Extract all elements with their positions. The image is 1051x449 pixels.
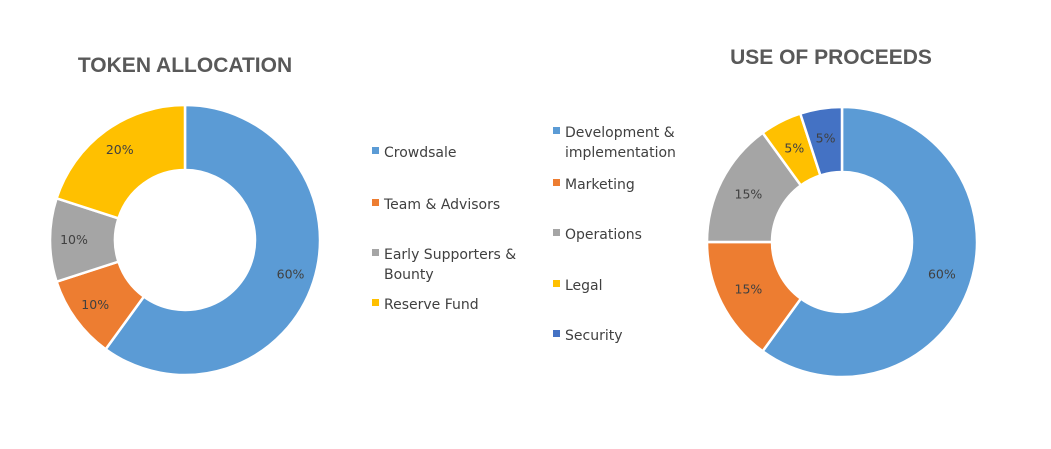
slice-percent-label: 10% bbox=[60, 232, 88, 247]
slice-development-implementation bbox=[760, 105, 979, 379]
legend-item: Early Supporters &Bounty bbox=[372, 247, 516, 283]
legend-item: Marketing bbox=[553, 177, 635, 193]
legend-label: Crowdsale bbox=[384, 145, 457, 161]
slice-percent-label: 20% bbox=[106, 142, 134, 157]
use-of-proceeds-title: USE OF PROCEEDS bbox=[730, 46, 932, 69]
legend-swatch bbox=[553, 229, 560, 236]
slice-percent-label: 60% bbox=[928, 266, 956, 281]
use-of-proceeds-slice-labels: 60% 15% 15% 5% 5% bbox=[735, 130, 956, 296]
legend-item: Crowdsale bbox=[372, 145, 457, 161]
use-of-proceeds-donut bbox=[705, 105, 979, 379]
legend-item: Legal bbox=[553, 278, 603, 294]
legend-swatch bbox=[553, 127, 560, 134]
slice-security bbox=[798, 105, 844, 178]
token-allocation-donut bbox=[48, 103, 322, 377]
slice-crowdsale bbox=[103, 103, 322, 377]
legend-label: Early Supporters &Bounty bbox=[384, 247, 516, 283]
legend-label: Security bbox=[565, 328, 623, 344]
token-allocation-title: TOKEN ALLOCATION bbox=[78, 54, 292, 77]
legend-item: Team & Advisors bbox=[372, 197, 500, 213]
slice-percent-label: 60% bbox=[277, 266, 305, 281]
legend-item: Operations bbox=[553, 227, 642, 243]
legend-label: Reserve Fund bbox=[384, 297, 479, 313]
use-of-proceeds-chart: USE OF PROCEEDS 60% 15% 15% 5% 5% Developmen… bbox=[553, 46, 979, 379]
slice-percent-label: 15% bbox=[735, 186, 763, 201]
legend-label: Marketing bbox=[565, 177, 635, 193]
slice-percent-label: 15% bbox=[735, 282, 763, 297]
legend-swatch bbox=[372, 299, 379, 306]
legend-swatch bbox=[372, 249, 379, 256]
legend-label: Legal bbox=[565, 278, 603, 294]
legend-label: Development &implementation bbox=[565, 125, 676, 161]
legend-item: Reserve Fund bbox=[372, 297, 479, 313]
slice-percent-label: 10% bbox=[81, 297, 109, 312]
token-allocation-slice-labels: 60% 10% 10% 20% bbox=[60, 142, 304, 312]
slice-reserve-fund bbox=[55, 103, 187, 220]
use-of-proceeds-legend: Development &implementationMarketingOper… bbox=[553, 125, 676, 344]
legend-swatch bbox=[553, 330, 560, 337]
slice-percent-label: 5% bbox=[816, 130, 836, 145]
legend-swatch bbox=[372, 199, 379, 206]
legend-swatch bbox=[553, 280, 560, 287]
slice-percent-label: 5% bbox=[784, 140, 804, 155]
legend-swatch bbox=[553, 179, 560, 186]
legend-item: Security bbox=[553, 328, 623, 344]
legend-label: Operations bbox=[565, 227, 642, 243]
legend-item: Development &implementation bbox=[553, 125, 676, 161]
legend-label: Team & Advisors bbox=[383, 197, 500, 213]
token-allocation-chart: TOKEN ALLOCATION 60% 10% 10% 20% CrowdsaleT… bbox=[48, 54, 516, 377]
legend-swatch bbox=[372, 147, 379, 154]
